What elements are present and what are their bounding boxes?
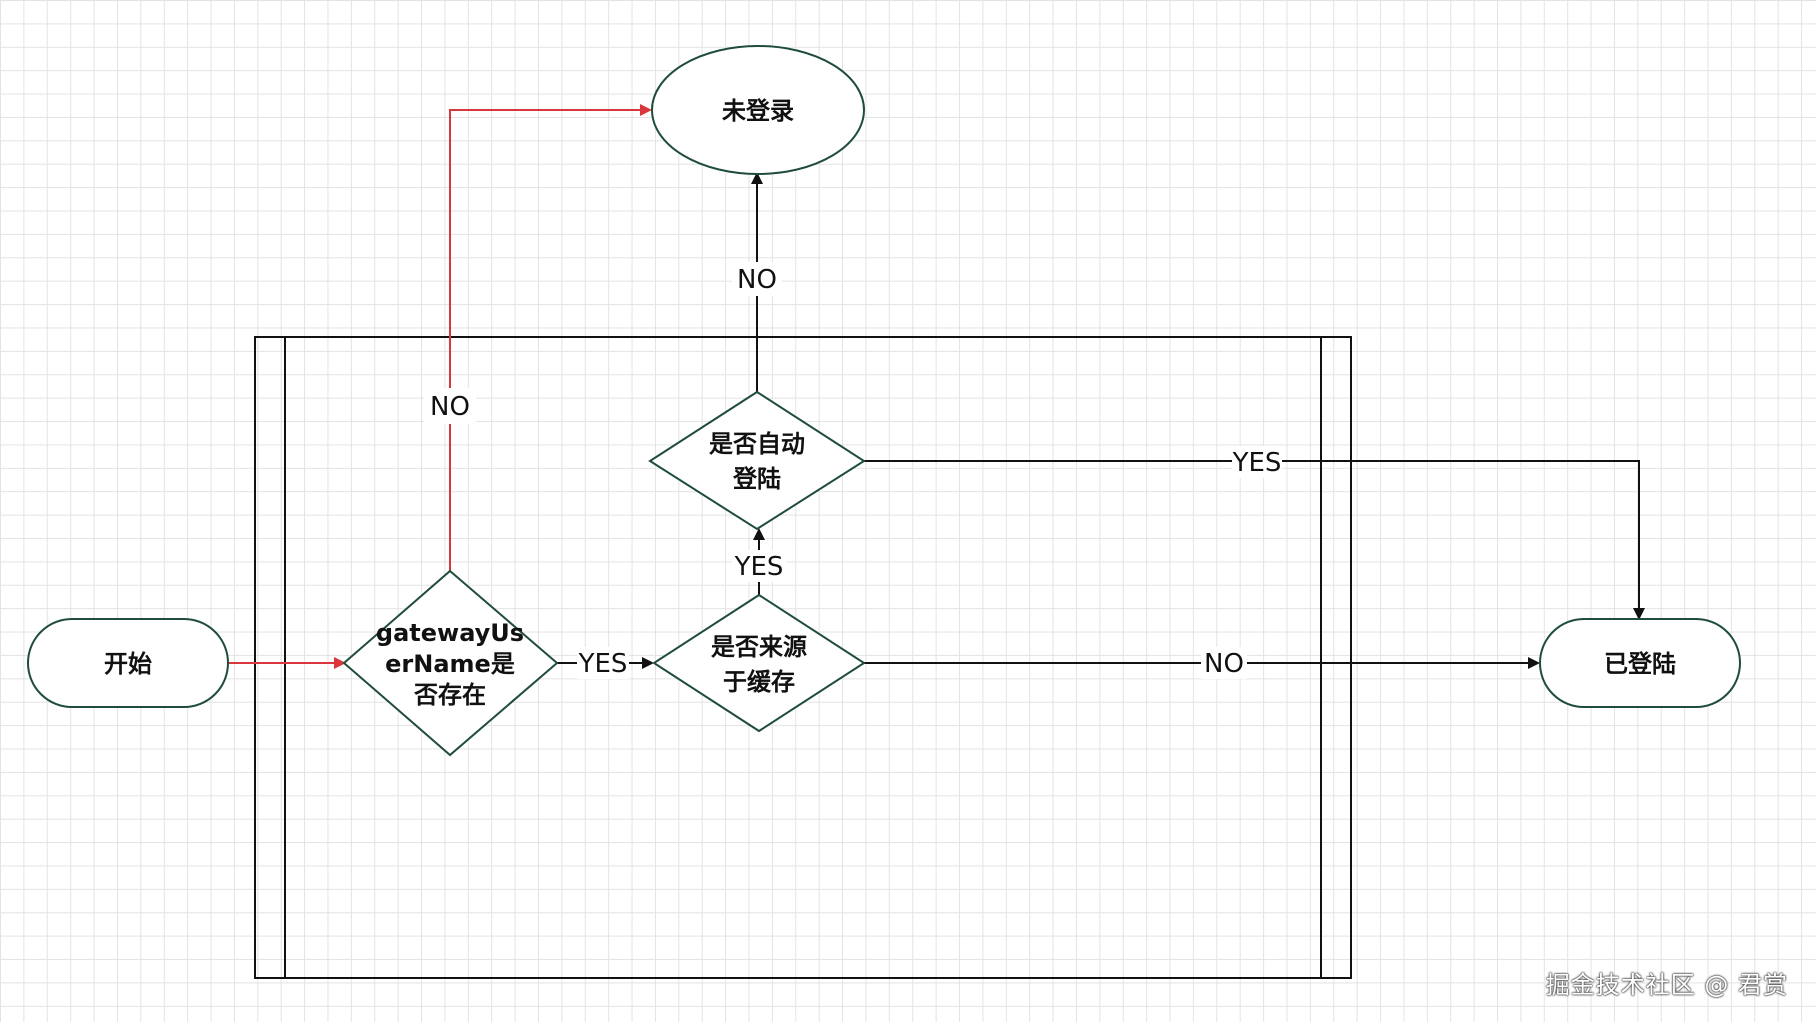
gateway-decision-label-line2: erName是 [385,650,515,678]
edge-label-auto-yes: YES [1232,446,1282,478]
auto-login-label-line2: 登陆 [732,465,781,493]
cache-decision-label-line1: 是否来源 [711,633,807,661]
auto-login-decision[interactable]: 是否自动 登陆 [648,390,866,531]
edge-label-cache-yes: YES [732,550,786,582]
start-node[interactable]: 开始 [27,618,229,708]
cache-decision-label-line2: 于缓存 [723,668,795,696]
not-logged-in-label: 未登录 [722,97,794,125]
svg-text:NO: NO [737,265,777,295]
cache-source-decision[interactable]: 是否来源 于缓存 [652,593,866,733]
gateway-username-decision[interactable]: gatewayUs erName是 否存在 [342,569,559,757]
edge-gateway-no[interactable] [449,104,652,571]
logged-in-label: 已登陆 [1604,650,1676,678]
svg-text:NO: NO [1204,649,1244,679]
edge-label-gateway-yes: YES [577,647,629,679]
edge-auto-yes[interactable] [864,460,1645,620]
edge-label-cache-no: NO [1201,647,1247,679]
svg-text:YES: YES [734,552,784,582]
start-node-label: 开始 [104,650,152,678]
gateway-decision-label-line1: gatewayUs [376,619,524,647]
auto-login-label-line1: 是否自动 [709,430,805,458]
gateway-decision-label-line3: 否存在 [413,681,486,709]
svg-text:NO: NO [430,392,470,422]
not-logged-in-node[interactable]: 未登录 [651,45,865,175]
svg-text:YES: YES [578,649,628,679]
watermark: 掘金技术社区 @ 君赏 [1545,971,1788,999]
edge-label-gateway-no: NO [424,388,476,424]
svg-text:YES: YES [1232,448,1282,478]
logged-in-node[interactable]: 已登陆 [1539,618,1741,708]
process-container[interactable] [254,336,1352,979]
edge-label-auto-no: NO [732,262,782,296]
